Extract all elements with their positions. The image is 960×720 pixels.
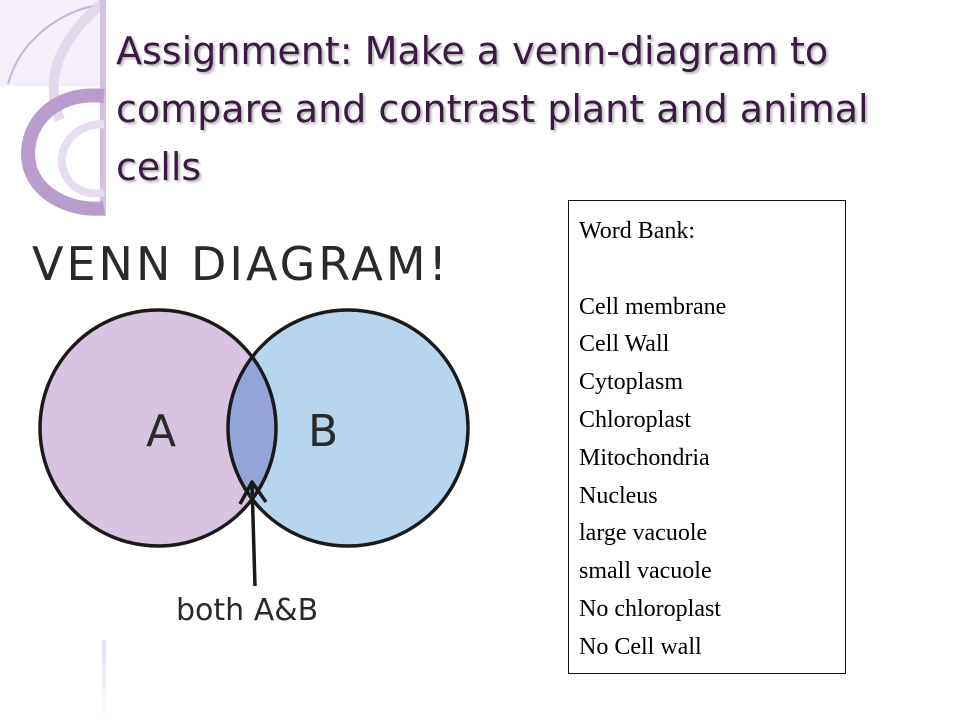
decor-bar-top — [100, 0, 106, 216]
overlap-label: both A&B — [176, 593, 318, 628]
decor-ring-outer — [21, 88, 106, 216]
word-bank-item: large vacuole — [579, 520, 708, 547]
word-bank: Word Bank: Cell membrane Cell Wall Cytop… — [568, 200, 846, 674]
word-bank-item: Cytoplasm — [579, 369, 684, 396]
word-bank-item: No chloroplast — [579, 595, 721, 622]
set-a-circle — [40, 310, 276, 546]
word-bank-heading: Word Bank: — [579, 218, 696, 244]
word-bank-item: Mitochondria — [579, 444, 710, 471]
set-b-label: B — [308, 406, 338, 457]
overlap-arrow-icon — [250, 483, 257, 587]
word-bank-item: Cell membrane — [579, 293, 727, 320]
set-b-outline — [226, 308, 470, 548]
word-bank-item: Chloroplast — [579, 406, 691, 433]
word-bank-item: small vacuole — [579, 558, 712, 585]
decor-bar-bottom — [102, 640, 106, 720]
decor-ring-inner — [58, 120, 106, 198]
set-a-label: A — [146, 406, 176, 457]
set-b-circle — [228, 310, 468, 546]
word-bank-item: Cell Wall — [579, 331, 670, 358]
slide-theme-decoration — [0, 0, 108, 720]
set-a-outline — [38, 308, 278, 548]
word-bank-item: No Cell wall — [579, 633, 702, 660]
slide-title: Assignment: Make a venn-diagram to compa… — [116, 29, 869, 189]
word-bank-item: Nucleus — [579, 482, 658, 509]
arrow-head-icon — [238, 480, 268, 505]
venn-heading: VENN DIAGRAM! — [32, 237, 450, 291]
venn-diagram: VENN DIAGRAM! A B both A&B — [32, 237, 470, 628]
word-bank-list: Cell membrane Cell Wall Cytoplasm Chloro… — [579, 289, 835, 667]
decor-arc-line — [7, 3, 105, 85]
